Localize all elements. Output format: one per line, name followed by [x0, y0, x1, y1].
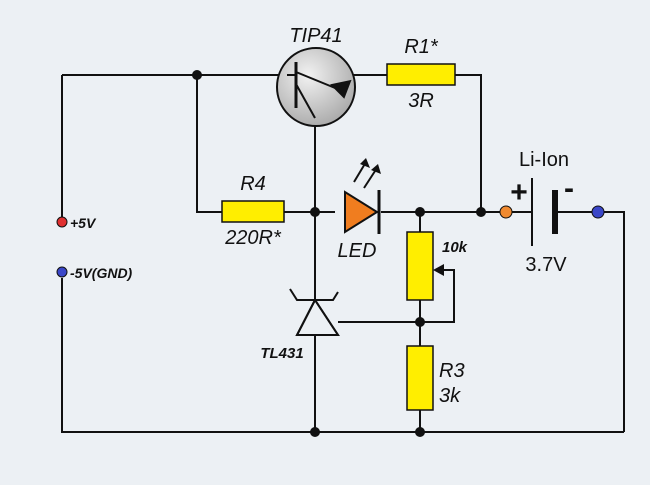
battery-neg-terminal — [591, 205, 605, 219]
battery-pos-terminal — [499, 205, 513, 219]
tl431 — [289, 288, 340, 336]
junctions — [192, 70, 486, 437]
wire-left-inner — [196, 75, 222, 213]
wire-bottom — [61, 278, 624, 433]
potentiometer — [406, 231, 434, 301]
resistor-r3 — [406, 345, 434, 411]
label-pot-value: 10k — [442, 239, 468, 256]
label-gnd: -5V(GND) — [70, 265, 133, 281]
label-battery-minus: - — [564, 172, 574, 205]
resistor-r4 — [221, 200, 285, 223]
led — [344, 158, 381, 234]
label-r3-value: 3k — [439, 385, 461, 407]
battery — [531, 178, 558, 246]
label-r1-name: R1* — [404, 36, 439, 58]
label-battery-voltage: 3.7V — [525, 254, 567, 276]
label-led: LED — [338, 240, 377, 262]
label-tip41: TIP41 — [289, 25, 342, 47]
pot-wiper-arrow — [433, 264, 444, 276]
label-r1-value: 3R — [408, 90, 434, 112]
label-r3-name: R3 — [439, 360, 465, 382]
terminal-pos5v — [56, 216, 68, 228]
label-pos5v: +5V — [70, 215, 97, 231]
label-r4-value: 220R* — [224, 227, 282, 249]
wire-wiper — [420, 269, 455, 323]
label-battery-type: Li-Ion — [519, 149, 569, 171]
wires — [61, 74, 625, 433]
wire-right — [598, 211, 625, 432]
label-tl431: TL431 — [260, 345, 303, 362]
transistor — [276, 47, 356, 127]
resistor-r1 — [386, 63, 456, 86]
label-r4-name: R4 — [240, 173, 266, 195]
label-battery-plus: + — [510, 176, 528, 209]
wire-r1-right — [455, 74, 482, 212]
terminal-gnd — [56, 266, 68, 278]
